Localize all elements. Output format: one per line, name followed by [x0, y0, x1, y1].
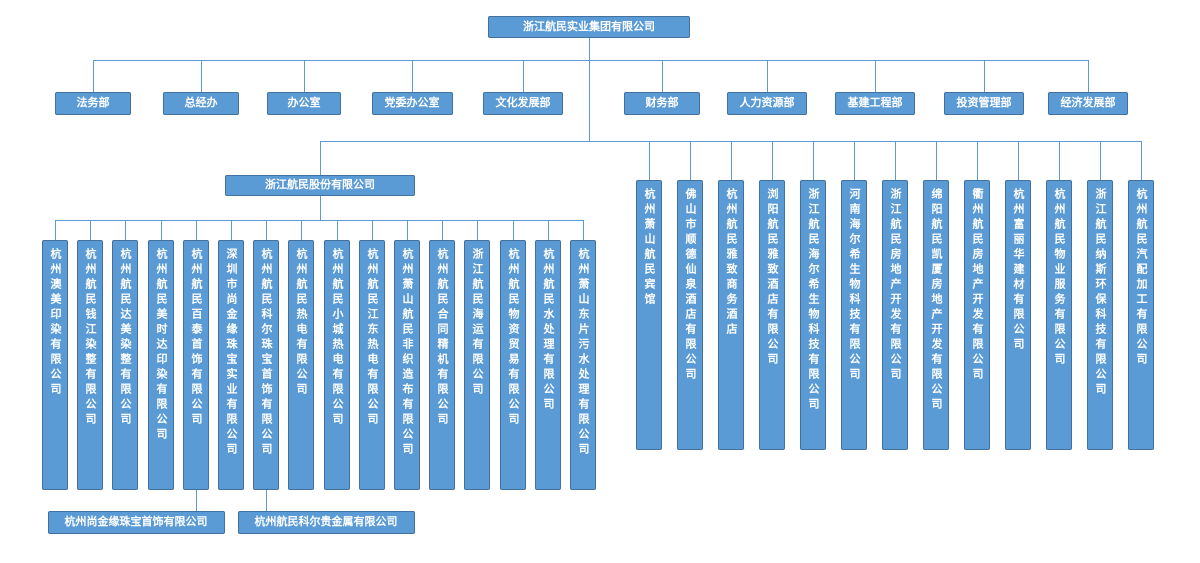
org-node-root-company: 浙江航民实业集团有限公司	[488, 16, 690, 38]
org-node-holding-subsidiary: 杭州航民水处理有限公司	[535, 240, 561, 490]
org-node-group-subsidiary: 浙江航民纳斯环保科技有限公司	[1087, 180, 1113, 450]
org-node-holding-subsidiary: 杭州萧山东片污水处理有限公司	[570, 240, 596, 490]
org-node-group-subsidiary: 浏阳航民雅致酒店有限公司	[759, 180, 785, 450]
connector-line	[1100, 141, 1101, 180]
org-node-group-subsidiary: 河南海尔希生物科技有限公司	[841, 180, 867, 450]
connector-line	[690, 141, 691, 180]
org-node-holding-subsidiary: 杭州航民物资贸易有限公司	[500, 240, 526, 490]
connector-line	[813, 141, 814, 180]
connector-line	[513, 220, 514, 240]
connector-line	[301, 220, 302, 240]
connector-line	[55, 220, 584, 221]
org-node-department: 人力资源部	[727, 92, 807, 115]
org-node-holding-subsidiary: 杭州航民科尔珠宝首饰有限公司	[253, 240, 279, 490]
connector-line	[548, 220, 549, 240]
org-node-group-subsidiary: 衢州航民房地产开发有限公司	[964, 180, 990, 450]
org-node-department: 文化发展部	[483, 92, 563, 115]
org-node-department: 办公室	[267, 92, 341, 115]
connector-line	[266, 220, 267, 240]
connector-line	[731, 141, 732, 180]
org-node-department: 基建工程部	[835, 92, 915, 115]
org-node-holding-subsidiary: 杭州萧山航民非织造布有限公司	[394, 240, 420, 490]
org-node-holding-subsidiary: 杭州航民达美染整有限公司	[112, 240, 138, 490]
connector-line	[984, 60, 985, 92]
org-node-department: 党委办公室	[371, 92, 453, 115]
connector-line	[55, 220, 56, 240]
org-node-holding-subsidiary: 杭州澳美印染有限公司	[42, 240, 68, 490]
connector-line	[196, 490, 197, 511]
org-node-department: 总经办	[163, 92, 239, 115]
connector-line	[1141, 141, 1142, 180]
connector-line	[477, 220, 478, 240]
org-node-holding-subsidiary: 杭州航民江东热电有限公司	[359, 240, 385, 490]
connector-line	[767, 60, 768, 92]
connector-line	[662, 60, 663, 92]
org-node-group-subsidiary: 杭州航民汽配加工有限公司	[1128, 180, 1154, 450]
connector-line	[407, 220, 408, 240]
connector-line	[161, 220, 162, 240]
org-node-group-subsidiary: 杭州航民雅致商务酒店	[718, 180, 744, 450]
connector-line	[936, 141, 937, 180]
org-node-group-subsidiary: 浙江航民海尔希生物科技有限公司	[800, 180, 826, 450]
connector-line	[266, 490, 267, 511]
connector-line	[372, 220, 373, 240]
org-node-group-subsidiary: 绵阳航民凯厦房地产开发有限公司	[923, 180, 949, 450]
connector-line	[90, 220, 91, 240]
org-node-department: 投资管理部	[944, 92, 1024, 115]
connector-line	[1059, 141, 1060, 180]
connector-line	[320, 141, 321, 175]
connector-line	[201, 60, 202, 92]
connector-line	[196, 220, 197, 240]
connector-line	[523, 60, 524, 92]
connector-line	[304, 60, 305, 92]
connector-line	[93, 60, 94, 92]
org-node-department: 法务部	[55, 92, 131, 115]
org-node-group-subsidiary: 浙江航民房地产开发有限公司	[882, 180, 908, 450]
org-node-department: 经济发展部	[1048, 92, 1128, 115]
connector-line	[875, 60, 876, 92]
org-node-holding-subsidiary: 杭州航民百泰首饰有限公司	[183, 240, 209, 490]
connector-line	[1088, 60, 1089, 92]
org-node-group-subsidiary: 杭州富丽华建材有限公司	[1005, 180, 1031, 450]
org-node-holding-subsidiary: 浙江航民海运有限公司	[464, 240, 490, 490]
org-node-holding-subsidiary: 杭州航民合同精机有限公司	[429, 240, 455, 490]
org-node-joint-venture-1: 杭州航民科尔贵金属有限公司	[237, 511, 415, 534]
connector-line	[649, 141, 650, 180]
connector-line	[93, 60, 1089, 61]
connector-line	[895, 141, 896, 180]
org-node-holding-company: 浙江航民股份有限公司	[225, 175, 415, 196]
connector-line	[583, 220, 584, 240]
connector-line	[589, 38, 590, 141]
connector-line	[320, 196, 321, 220]
org-node-group-subsidiary: 佛山市顺德仙泉酒店有限公司	[677, 180, 703, 450]
org-node-holding-subsidiary: 杭州航民热电有限公司	[288, 240, 314, 490]
org-node-group-subsidiary: 杭州萧山航民宾馆	[636, 180, 662, 450]
connector-line	[125, 220, 126, 240]
connector-line	[1018, 141, 1019, 180]
org-node-holding-subsidiary: 杭州航民小城热电有限公司	[324, 240, 350, 490]
connector-line	[231, 220, 232, 240]
org-node-holding-subsidiary: 杭州航民美时达印染有限公司	[148, 240, 174, 490]
connector-line	[412, 60, 413, 92]
connector-line	[977, 141, 978, 180]
connector-line	[854, 141, 855, 180]
connector-line	[442, 220, 443, 240]
org-node-joint-venture-0: 杭州尚金缘珠宝首饰有限公司	[47, 511, 225, 534]
connector-line	[337, 220, 338, 240]
org-node-group-subsidiary: 杭州航民物业服务有限公司	[1046, 180, 1072, 450]
org-node-holding-subsidiary: 深圳市尚金缘珠宝实业有限公司	[218, 240, 244, 490]
connector-line	[772, 141, 773, 180]
org-node-holding-subsidiary: 杭州航民钱江染整有限公司	[77, 240, 103, 490]
org-node-department: 财务部	[624, 92, 700, 115]
